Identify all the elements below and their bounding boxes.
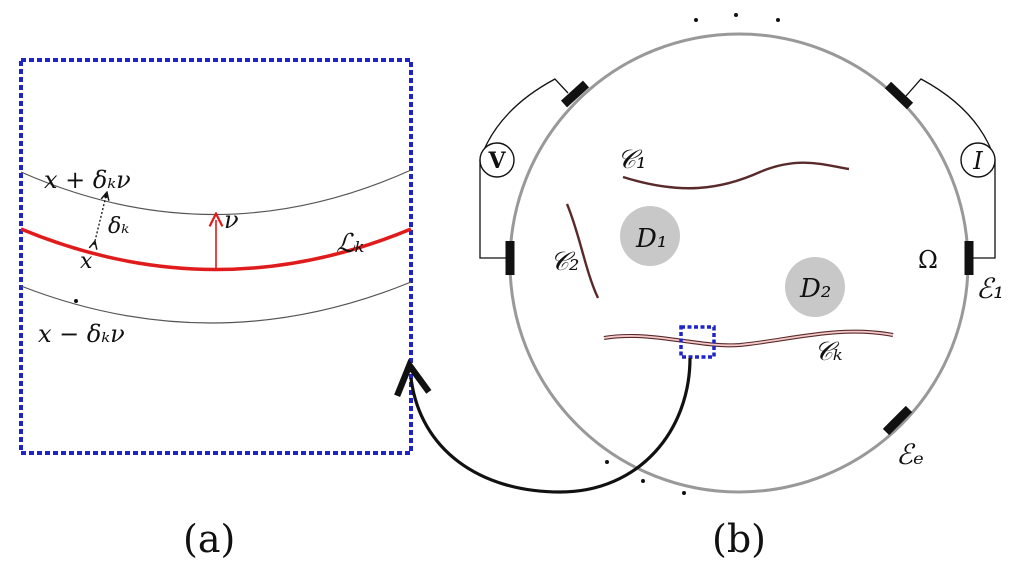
- label-lower-curve: x − δₖν: [38, 320, 125, 348]
- label-Ck: 𝒞ₖ: [814, 337, 842, 367]
- electrode-E: [882, 405, 913, 436]
- crack-Ck-inner: [603, 330, 894, 347]
- panel-b: V I D₁ D₂ 𝒞₁ 𝒞₂ 𝒞ₖ Ω ℰ₁ ℰₑ (b): [411, 13, 1004, 561]
- electrode-top-left: [560, 80, 590, 108]
- label-C1: 𝒞₁: [617, 145, 646, 175]
- crack-C1: [622, 161, 850, 190]
- ellipsis-dot: [734, 13, 738, 17]
- electrode-top-right: [884, 81, 914, 110]
- zoom-frame: [19, 58, 413, 455]
- label-delta-k: δₖ: [108, 214, 129, 239]
- zoom-box: [679, 325, 716, 359]
- delta-k-arrow: [94, 196, 106, 245]
- label-C2: 𝒞₂: [550, 247, 579, 277]
- label-omega: Ω: [918, 246, 938, 274]
- label-upper-curve: x + δₖν: [44, 166, 131, 194]
- current-label: I: [972, 147, 983, 175]
- label-E1: ℰ₁: [976, 272, 1004, 305]
- zoom-arrow: [411, 357, 692, 494]
- current-circle: [960, 142, 996, 178]
- inclusion-D1: [620, 206, 680, 266]
- curve-L-k: [20, 227, 412, 272]
- point-upper: [104, 194, 108, 198]
- point-lower: [74, 299, 78, 303]
- voltmeter-circle: [479, 142, 515, 178]
- ellipsis-dot: [694, 18, 698, 22]
- label-point-x: x: [80, 249, 93, 274]
- label-normal-nu: ν: [224, 206, 239, 234]
- ellipsis-dot: [605, 460, 609, 464]
- panel-a: x + δₖν δₖ x ν ℒₖ x − δₖν (a): [19, 58, 413, 561]
- inclusion-D2: [785, 257, 845, 317]
- caption-a: (a): [183, 517, 235, 561]
- lower-offset-curve: [20, 281, 412, 324]
- label-D1: D₁: [635, 224, 667, 254]
- ellipsis-dot: [776, 18, 780, 22]
- label-EE: ℰₑ: [896, 438, 924, 471]
- label-D2: D₂: [799, 274, 831, 304]
- caption-b: (b): [712, 517, 766, 561]
- crack-C2: [565, 203, 600, 299]
- ellipsis-dot: [641, 479, 645, 483]
- voltmeter-label: V: [487, 148, 506, 174]
- ellipsis-dot: [682, 491, 686, 495]
- label-curve-L-k: ℒₖ: [336, 229, 364, 259]
